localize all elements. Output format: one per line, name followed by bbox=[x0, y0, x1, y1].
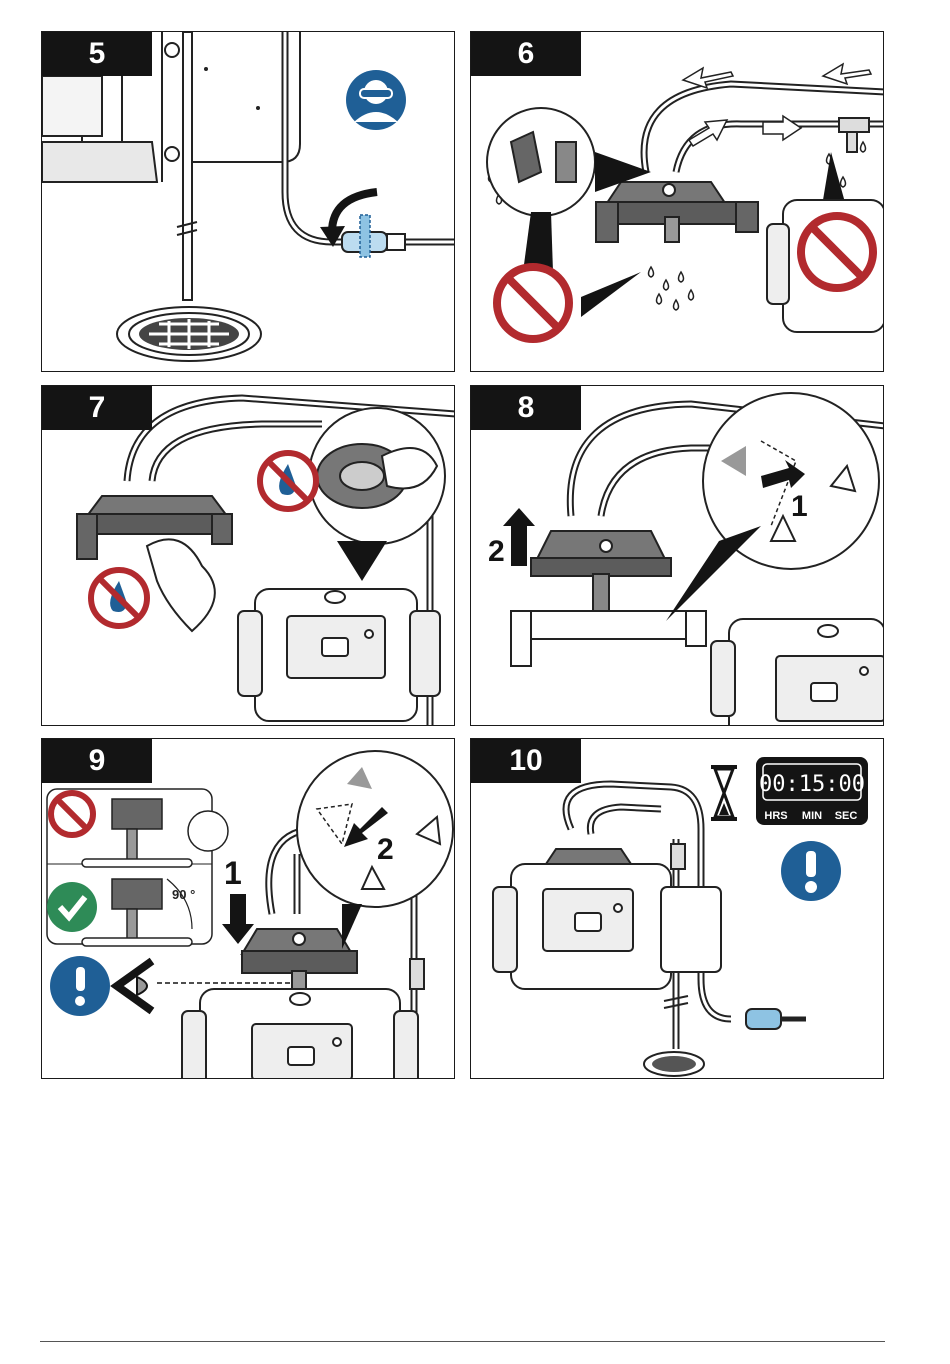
callout-2: 2 bbox=[377, 833, 394, 866]
footer-rule bbox=[40, 1341, 885, 1342]
step-10-illustration: 00:15:00 HRS MIN SEC bbox=[471, 739, 884, 1079]
step-panel-10: 10 00:15:00 HRS MIN S bbox=[470, 738, 884, 1079]
step-panel-9: 9 90 ° 1 bbox=[41, 738, 455, 1079]
step-panel-7: 7 bbox=[41, 385, 455, 726]
timer-unit-hrs: HRS bbox=[764, 810, 787, 822]
timer-readout: 00:15:00 bbox=[759, 772, 865, 797]
step-7-illustration bbox=[42, 386, 455, 726]
step-panel-5: 5 bbox=[41, 31, 455, 372]
step-8-illustration: 2 1 bbox=[471, 386, 884, 726]
step-number: 8 bbox=[471, 386, 581, 430]
step-number: 7 bbox=[42, 386, 152, 430]
callout-1: 1 bbox=[791, 490, 808, 523]
callout-1: 1 bbox=[224, 855, 242, 891]
step-number: 5 bbox=[42, 32, 152, 76]
step-number: 10 bbox=[471, 739, 581, 783]
callout-2: 2 bbox=[488, 535, 505, 568]
step-9-illustration: 90 ° 1 2 bbox=[42, 739, 455, 1079]
step-number: 9 bbox=[42, 739, 152, 783]
step-6-illustration bbox=[471, 32, 884, 372]
timer-unit-sec: SEC bbox=[835, 810, 858, 822]
step-panel-8: 8 2 1 bbox=[470, 385, 884, 726]
angle-label: 90 ° bbox=[172, 887, 195, 902]
timer-unit-min: MIN bbox=[802, 810, 822, 822]
step-panel-6: 6 bbox=[470, 31, 884, 372]
step-number: 6 bbox=[471, 32, 581, 76]
step-5-illustration bbox=[42, 32, 455, 372]
